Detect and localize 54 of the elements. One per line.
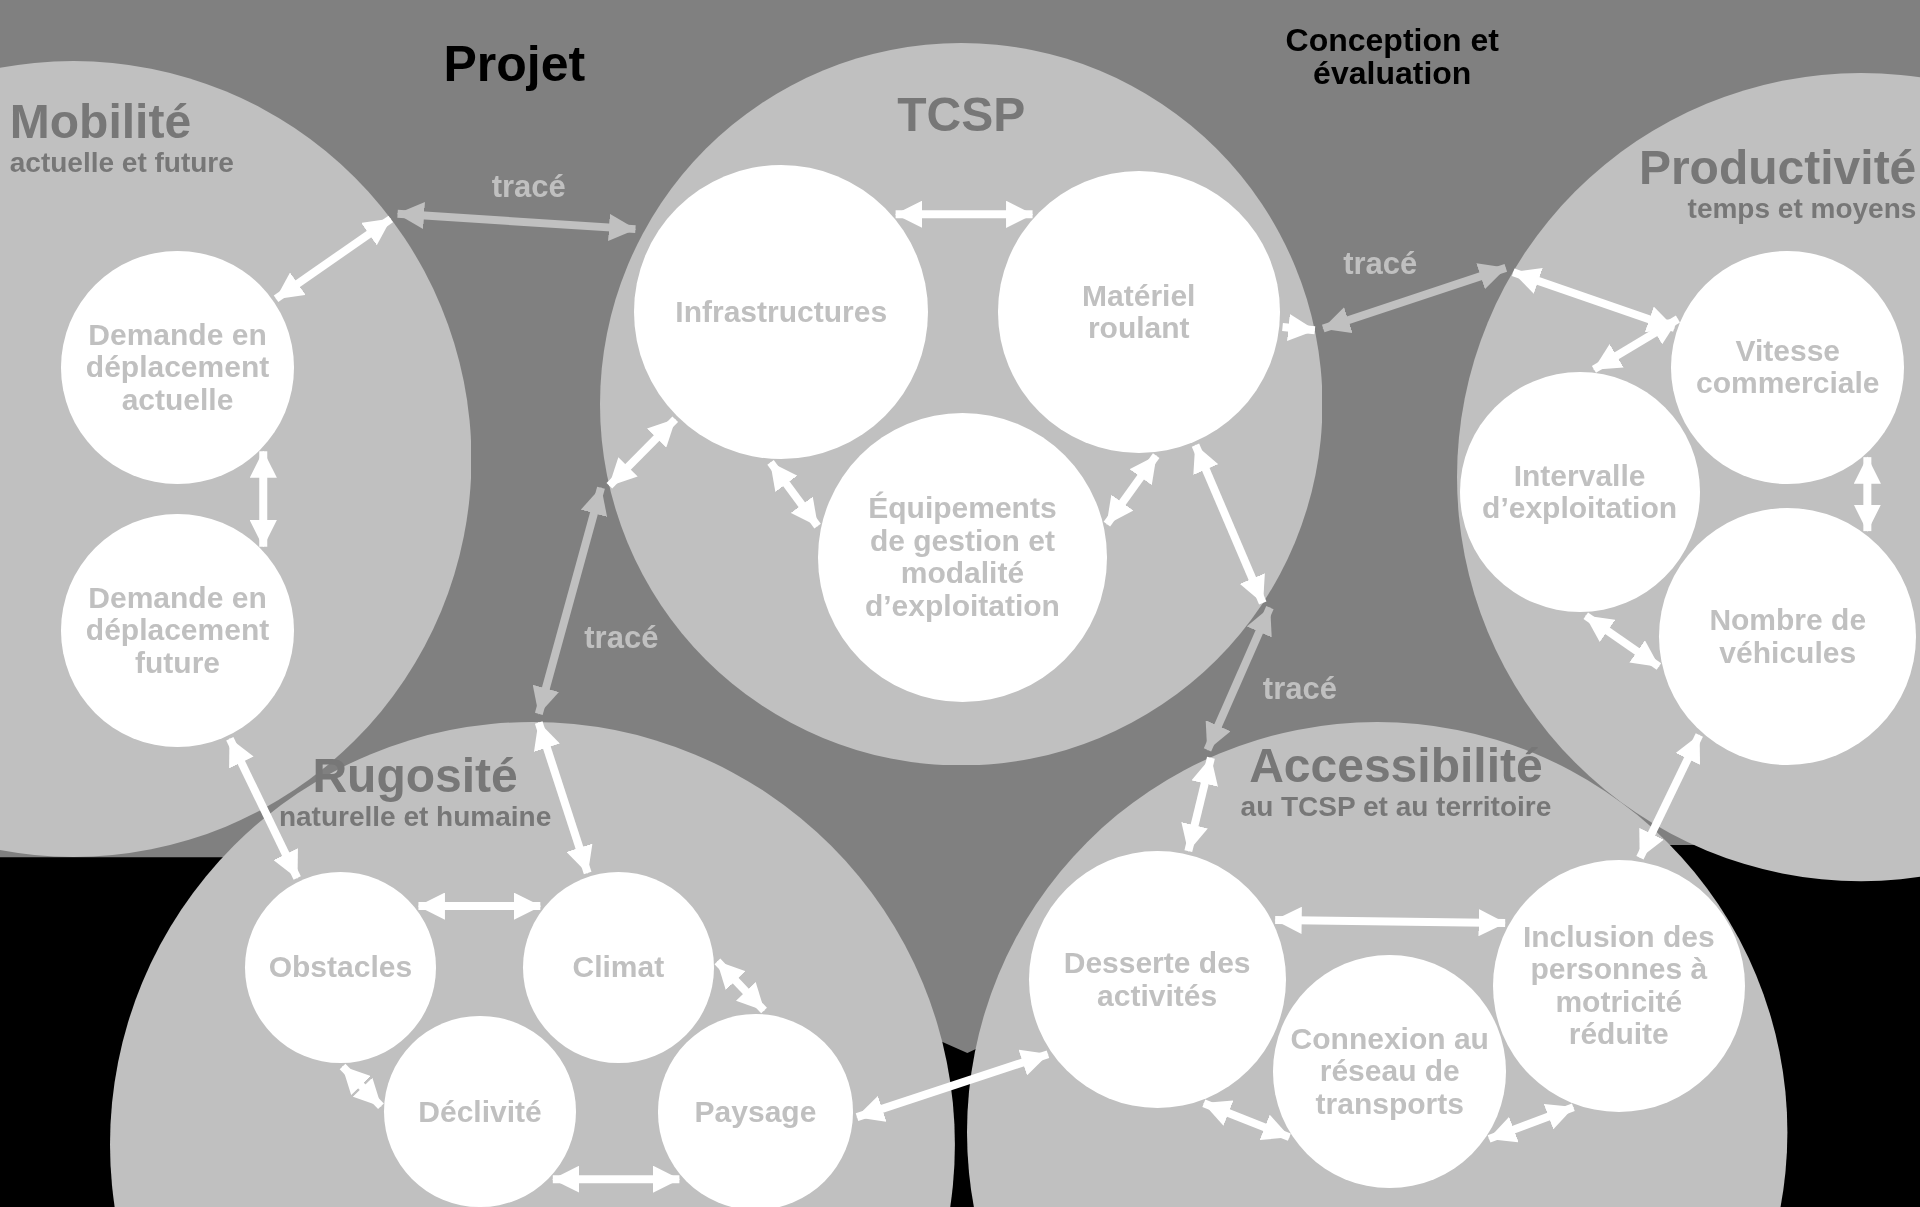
double-arrow: [1321, 263, 1508, 334]
arrow: [1282, 314, 1316, 342]
double-arrow: [417, 892, 541, 920]
circle-subtitle: au TCSP et au territoire: [1240, 792, 1552, 823]
node-label: Intervalle d’exploitation: [1481, 459, 1679, 525]
double-arrow: [1181, 756, 1218, 853]
double-arrow: [855, 1049, 1050, 1122]
node-label: Connexion au réseau de transports: [1289, 1022, 1490, 1120]
node-label: Nombre de véhicules: [1708, 604, 1868, 670]
double-arrow: [1511, 268, 1676, 333]
node-label: Inclusion des personnes à motricité réduite: [1521, 920, 1716, 1051]
double-arrow: [606, 416, 679, 489]
region-label: Projet: [443, 37, 586, 90]
node-label: Demande en déplacement actuelle: [84, 318, 271, 416]
circle-heading: Productivité: [1638, 144, 1917, 193]
double-arrow: [1103, 453, 1160, 527]
region-label: Conception et évaluation: [1284, 23, 1500, 92]
node-label: Infrastructures: [674, 296, 889, 329]
double-arrow: [1487, 1103, 1575, 1143]
double-arrow: [1583, 612, 1662, 670]
double-arrow: [249, 450, 277, 548]
circle-subtitle: naturelle et humaine: [278, 801, 552, 833]
node-label: Climat: [571, 951, 666, 984]
double-arrow: [1853, 456, 1881, 532]
node-label: Desserte des activités: [1062, 947, 1252, 1012]
circle-subtitle: temps et moyens: [1687, 194, 1917, 226]
double-arrow: [714, 958, 767, 1014]
double-arrow: [1591, 315, 1680, 373]
circle-heading: Accessibilité: [1249, 742, 1543, 790]
double-arrow: [396, 201, 637, 241]
double-arrow: [767, 460, 821, 529]
circle-heading: TCSP: [897, 90, 1026, 139]
double-arrow: [1274, 906, 1506, 937]
double-arrow: [533, 721, 593, 875]
node-label: Équipements de gestion et modalité d’exploitation: [863, 492, 1061, 622]
node-label: Déclivité: [417, 1095, 543, 1128]
node-label: Obstacles: [267, 951, 414, 984]
double-arrow: [894, 200, 1034, 228]
double-arrow: [1636, 733, 1703, 860]
circle-heading: Mobilité: [9, 97, 192, 146]
circle-heading: Rugosité: [312, 751, 518, 800]
node-label: Matériel roulant: [1081, 279, 1197, 345]
double-arrow: [226, 736, 301, 880]
node-label: Vitesse commerciale: [1695, 334, 1881, 400]
node-label: Paysage: [693, 1095, 818, 1128]
node-label: Demande en déplacement future: [84, 582, 271, 680]
circle-subtitle: actuelle et future: [9, 147, 234, 179]
double-arrow: [1202, 1099, 1291, 1141]
double-arrow: [339, 1063, 384, 1110]
double-arrow: [273, 215, 394, 303]
double-arrow: [1191, 443, 1267, 605]
double-arrow: [1203, 606, 1274, 752]
double-arrow: [532, 486, 608, 715]
double-arrow: [552, 1165, 681, 1193]
